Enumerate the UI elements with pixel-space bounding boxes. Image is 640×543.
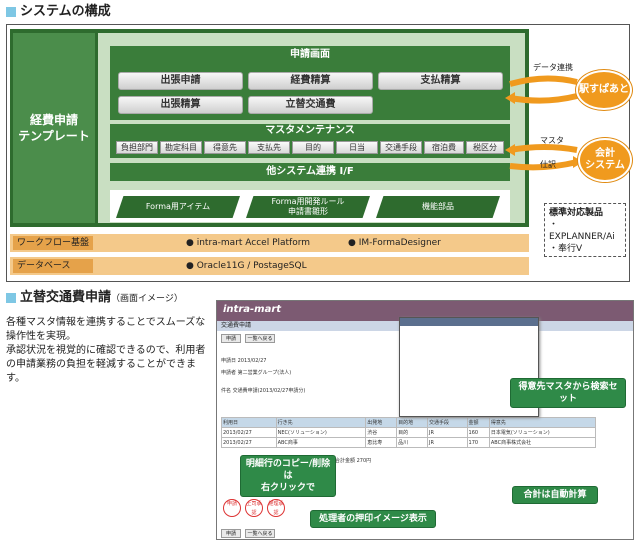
master-item: 得意先 [204,141,246,154]
seal-accounting: 経理承認 [267,499,285,517]
master-item: 勘定科目 [160,141,202,154]
apply-button-bottom[interactable]: 申請 [221,529,241,538]
back-to-list-button-bottom[interactable]: 一覧へ戻る [245,529,275,538]
journal-link-label: 仕訳 [540,160,556,169]
back-to-list-button[interactable]: 一覧へ戻る [245,334,275,343]
workflow-item-2: ● IM-FormaDesigner [348,238,441,248]
workflow-label: ワークフロー基盤 [13,236,93,250]
database-label: データベース [13,259,93,273]
field-subject: 件名 交通費申請(2013/02/27申請分) [221,388,306,394]
master-item: 交通手段 [380,141,422,154]
master-item: 税区分 [466,141,504,154]
tab-forma-rules: Forma用開発ルール 申請書雛形 [246,196,370,218]
tab-function-parts: 機能部品 [376,196,500,218]
accounting-orb: 会計 システム [578,138,632,182]
master-section: マスタメンテナンス 負担部門 勘定科目 得意先 支払先 目的 日当 交通手段 宿… [110,124,510,158]
app-header: intra-mart [217,301,633,321]
template-label: 経費申請テンプレート [13,33,95,223]
workflow-item-1: ● intra-mart Accel Platform [186,238,311,248]
table-header-row: 利用日行き先出発地目的地交通手段金額得意先 [221,417,597,428]
ekispert-orb: 駅すぱあと [576,70,632,110]
master-item: 負担部門 [116,141,158,154]
standard-products-box: 標準対応製品 ・EXPLANNER/Ai ・奉行V [544,203,626,257]
field-apply-date: 申請日 2013/02/27 [221,358,267,364]
screen-image: intra-mart 交通費申請 申請 一覧へ戻る 申請日 2013/02/27… [216,300,634,540]
master-item: 目的 [292,141,334,154]
workflow-row [10,234,529,252]
seal-manager: 上司承認 [245,499,263,517]
callout-auto-total: 合計は自動計算 [512,486,598,504]
callout-copy-delete: 明細行のコピー/削除は右クリックで [240,455,336,497]
data-link-label: データ連携 [533,63,573,72]
master-item: 日当 [336,141,378,154]
description: 各種マスタ情報を連携することでスムーズな操作性を実現。 承認状況を視覚的に確認で… [6,317,206,384]
square-bullet-icon [6,292,16,303]
section-title-system: システムの構成 [6,4,111,20]
master-item: 宿泊費 [424,141,464,154]
screen-button-4: 出張精算 [118,96,243,114]
apply-button[interactable]: 申請 [221,334,241,343]
interface-section: 他システム連携 I/F [110,163,510,181]
tab-forma-items: Forma用アイテム [116,196,240,218]
database-row [10,257,529,275]
database-item: ● Oracle11G / PostageSQL [186,261,307,271]
callout-customer-search: 得意先マスタから検索セット [510,378,626,408]
section-title-transport: 立替交通費申請（画面イメージ） [6,290,183,307]
total-amount: 合計金額 270円 [335,458,372,464]
square-bullet-icon [6,6,16,17]
seal-applicant: 申請 [223,499,241,517]
screen-button-3: 支払精算 [378,72,503,90]
screen-button-5: 立替交通費 [248,96,373,114]
callout-seal-display: 処理者の押印イメージ表示 [310,510,436,528]
screen-button-1: 出張申請 [118,72,243,90]
screen-button-2: 経費精算 [248,72,373,90]
master-item: 支払先 [248,141,290,154]
master-link-label: マスタ [540,136,564,145]
field-applicant: 申請者 第二営業グループ(法人) [221,370,292,376]
